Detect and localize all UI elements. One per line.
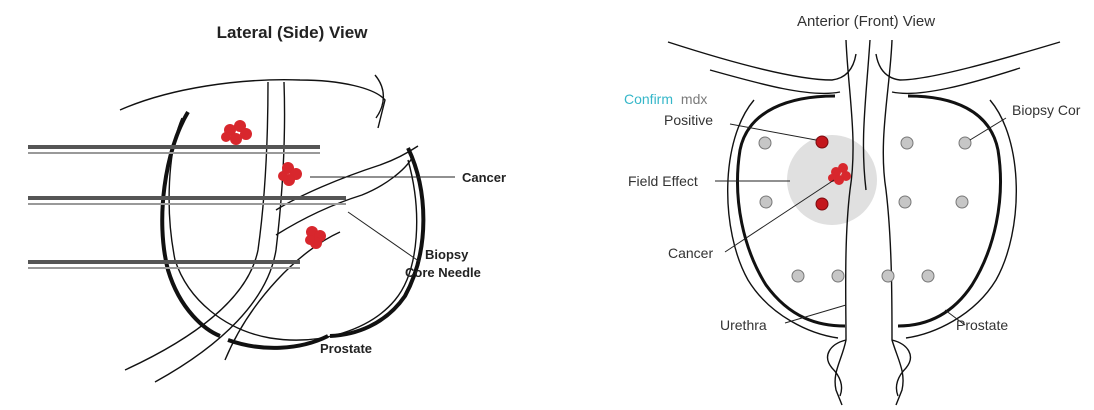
bladder-outline-anterior-left — [668, 42, 856, 80]
urethra-right-wall — [883, 40, 903, 405]
bladder-outline-anterior-right-inner — [892, 68, 1020, 93]
prostate-capsule-bottom — [228, 336, 328, 348]
leader-needle-lateral — [348, 212, 420, 262]
lateral-view-title: Lateral (Side) View — [217, 23, 369, 42]
bladder-outline-anterior-left-inner — [710, 70, 840, 93]
biopsy-needle — [28, 196, 346, 200]
positive-core — [816, 136, 828, 148]
label-positive: Positive — [664, 112, 713, 128]
prostate-capsule-anterior — [728, 100, 1017, 338]
label-prostate-anterior: Prostate — [956, 317, 1008, 333]
positive-core — [816, 198, 828, 210]
biopsy-needles — [28, 145, 346, 269]
biopsy-needle — [28, 260, 300, 264]
brand-confirm-mdx: Confirm mdx — [624, 91, 707, 107]
biopsy-needle — [28, 203, 346, 205]
biopsy-core — [882, 270, 894, 282]
lateral-view-panel: Lateral (Side) View — [28, 23, 506, 382]
cancer-cluster — [305, 226, 326, 249]
leader-biopsy-core — [970, 118, 1006, 140]
cancer-cluster — [221, 120, 252, 145]
prostate-capsule-right — [330, 148, 423, 336]
biopsy-core — [760, 196, 772, 208]
brand-mdx: mdx — [681, 91, 707, 107]
label-cancer-lateral: Cancer — [462, 170, 506, 185]
biopsy-core — [899, 196, 911, 208]
biopsy-needle — [28, 267, 300, 269]
anterior-view-panel: Anterior (Front) View — [624, 13, 1081, 405]
label-biopsy-core-anterior: Biopsy Cor — [1012, 102, 1081, 118]
label-core-needle-lateral: Core Needle — [405, 265, 481, 280]
label-field-effect: Field Effect — [628, 173, 698, 189]
biopsy-core — [832, 270, 844, 282]
bladder-outline — [120, 80, 385, 128]
prostate-gland-thin-outline — [169, 118, 417, 340]
biopsy-core — [901, 137, 913, 149]
biopsy-core — [959, 137, 971, 149]
biopsy-needle — [28, 145, 320, 149]
cancer-clusters-lateral — [221, 120, 326, 249]
brand-confirm: Confirm — [624, 91, 673, 107]
biopsy-core — [759, 137, 771, 149]
anterior-view-title: Anterior (Front) View — [797, 13, 935, 30]
urethra-tube-left — [125, 82, 268, 370]
label-cancer-anterior: Cancer — [668, 245, 713, 261]
label-biopsy-lateral: Biopsy — [425, 247, 469, 262]
biopsy-core — [922, 270, 934, 282]
seminal-duct — [276, 146, 418, 235]
biopsy-core — [956, 196, 968, 208]
biopsy-core — [792, 270, 804, 282]
bladder-outline-anterior-right — [876, 42, 1060, 80]
biopsy-needle — [28, 152, 320, 154]
label-urethra: Urethra — [720, 317, 767, 333]
label-prostate-lateral: Prostate — [320, 341, 372, 356]
